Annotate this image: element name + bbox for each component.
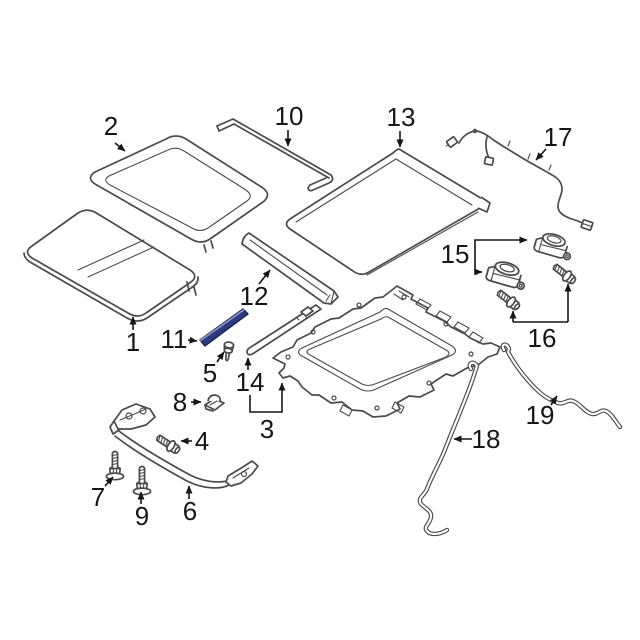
drain-hose-right-drawing [500, 342, 623, 430]
callout-labels: 2 10 13 17 1 11 12 5 14 3 8 4 7 9 6 15 1… [91, 101, 573, 531]
motor-2-drawing [484, 257, 530, 292]
screw-4-drawing [153, 431, 183, 457]
clip-drawing [204, 394, 225, 412]
support-rail-drawing [109, 403, 259, 489]
bracket-3 [249, 382, 286, 413]
bracket-15-top [474, 236, 528, 274]
callout-9: 9 [135, 501, 149, 531]
callout-17: 17 [544, 122, 573, 152]
highlighted-seal-strip [199, 308, 249, 347]
callout-19: 19 [526, 400, 555, 430]
screw-16a-drawing [549, 260, 579, 288]
highlighted-seal-strip-drawing [199, 308, 249, 347]
callout-7: 7 [91, 482, 105, 512]
callout-11: 11 [161, 324, 188, 354]
leader-17 [535, 148, 547, 161]
callout-14: 14 [236, 367, 265, 397]
callout-18: 18 [472, 424, 501, 454]
callout-5: 5 [203, 358, 217, 388]
callout-4: 4 [195, 426, 209, 456]
callout-15: 15 [441, 239, 470, 269]
motor-1-drawing [532, 229, 576, 262]
wiring-harness-drawing [445, 128, 594, 231]
sunshade-panel-drawing [23, 209, 199, 322]
pin-rivet-drawing [223, 341, 235, 362]
leader-12 [258, 269, 271, 285]
rear-shade-panel-drawing [285, 148, 491, 276]
callout-16: 16 [528, 323, 557, 353]
callout-8: 8 [173, 387, 187, 417]
callout-10: 10 [275, 101, 304, 131]
callout-1: 1 [126, 327, 140, 357]
side-trim-strip-left-drawing [241, 232, 339, 305]
callout-12: 12 [240, 281, 269, 311]
callout-6: 6 [183, 496, 197, 526]
leader-5 [216, 351, 225, 363]
screw-16b-drawing [493, 286, 523, 314]
drain-hose-left-drawing [417, 360, 480, 537]
bolt-7-drawing [105, 450, 125, 481]
sunroof-frame-drawing [272, 285, 501, 418]
callout-2: 2 [104, 111, 118, 141]
callout-13: 13 [387, 102, 416, 132]
bolt-9-drawing [132, 465, 152, 496]
sunroof-glass-panel-drawing [89, 135, 269, 253]
leader-7 [104, 476, 114, 487]
leader-11 [187, 336, 198, 344]
leader-2 [114, 142, 126, 152]
leader-19 [549, 395, 558, 406]
front-trim-strip-drawing [216, 118, 334, 192]
side-trim-strip-right-drawing [246, 304, 322, 356]
callout-3: 3 [260, 414, 274, 444]
leader-lines [104, 130, 572, 504]
